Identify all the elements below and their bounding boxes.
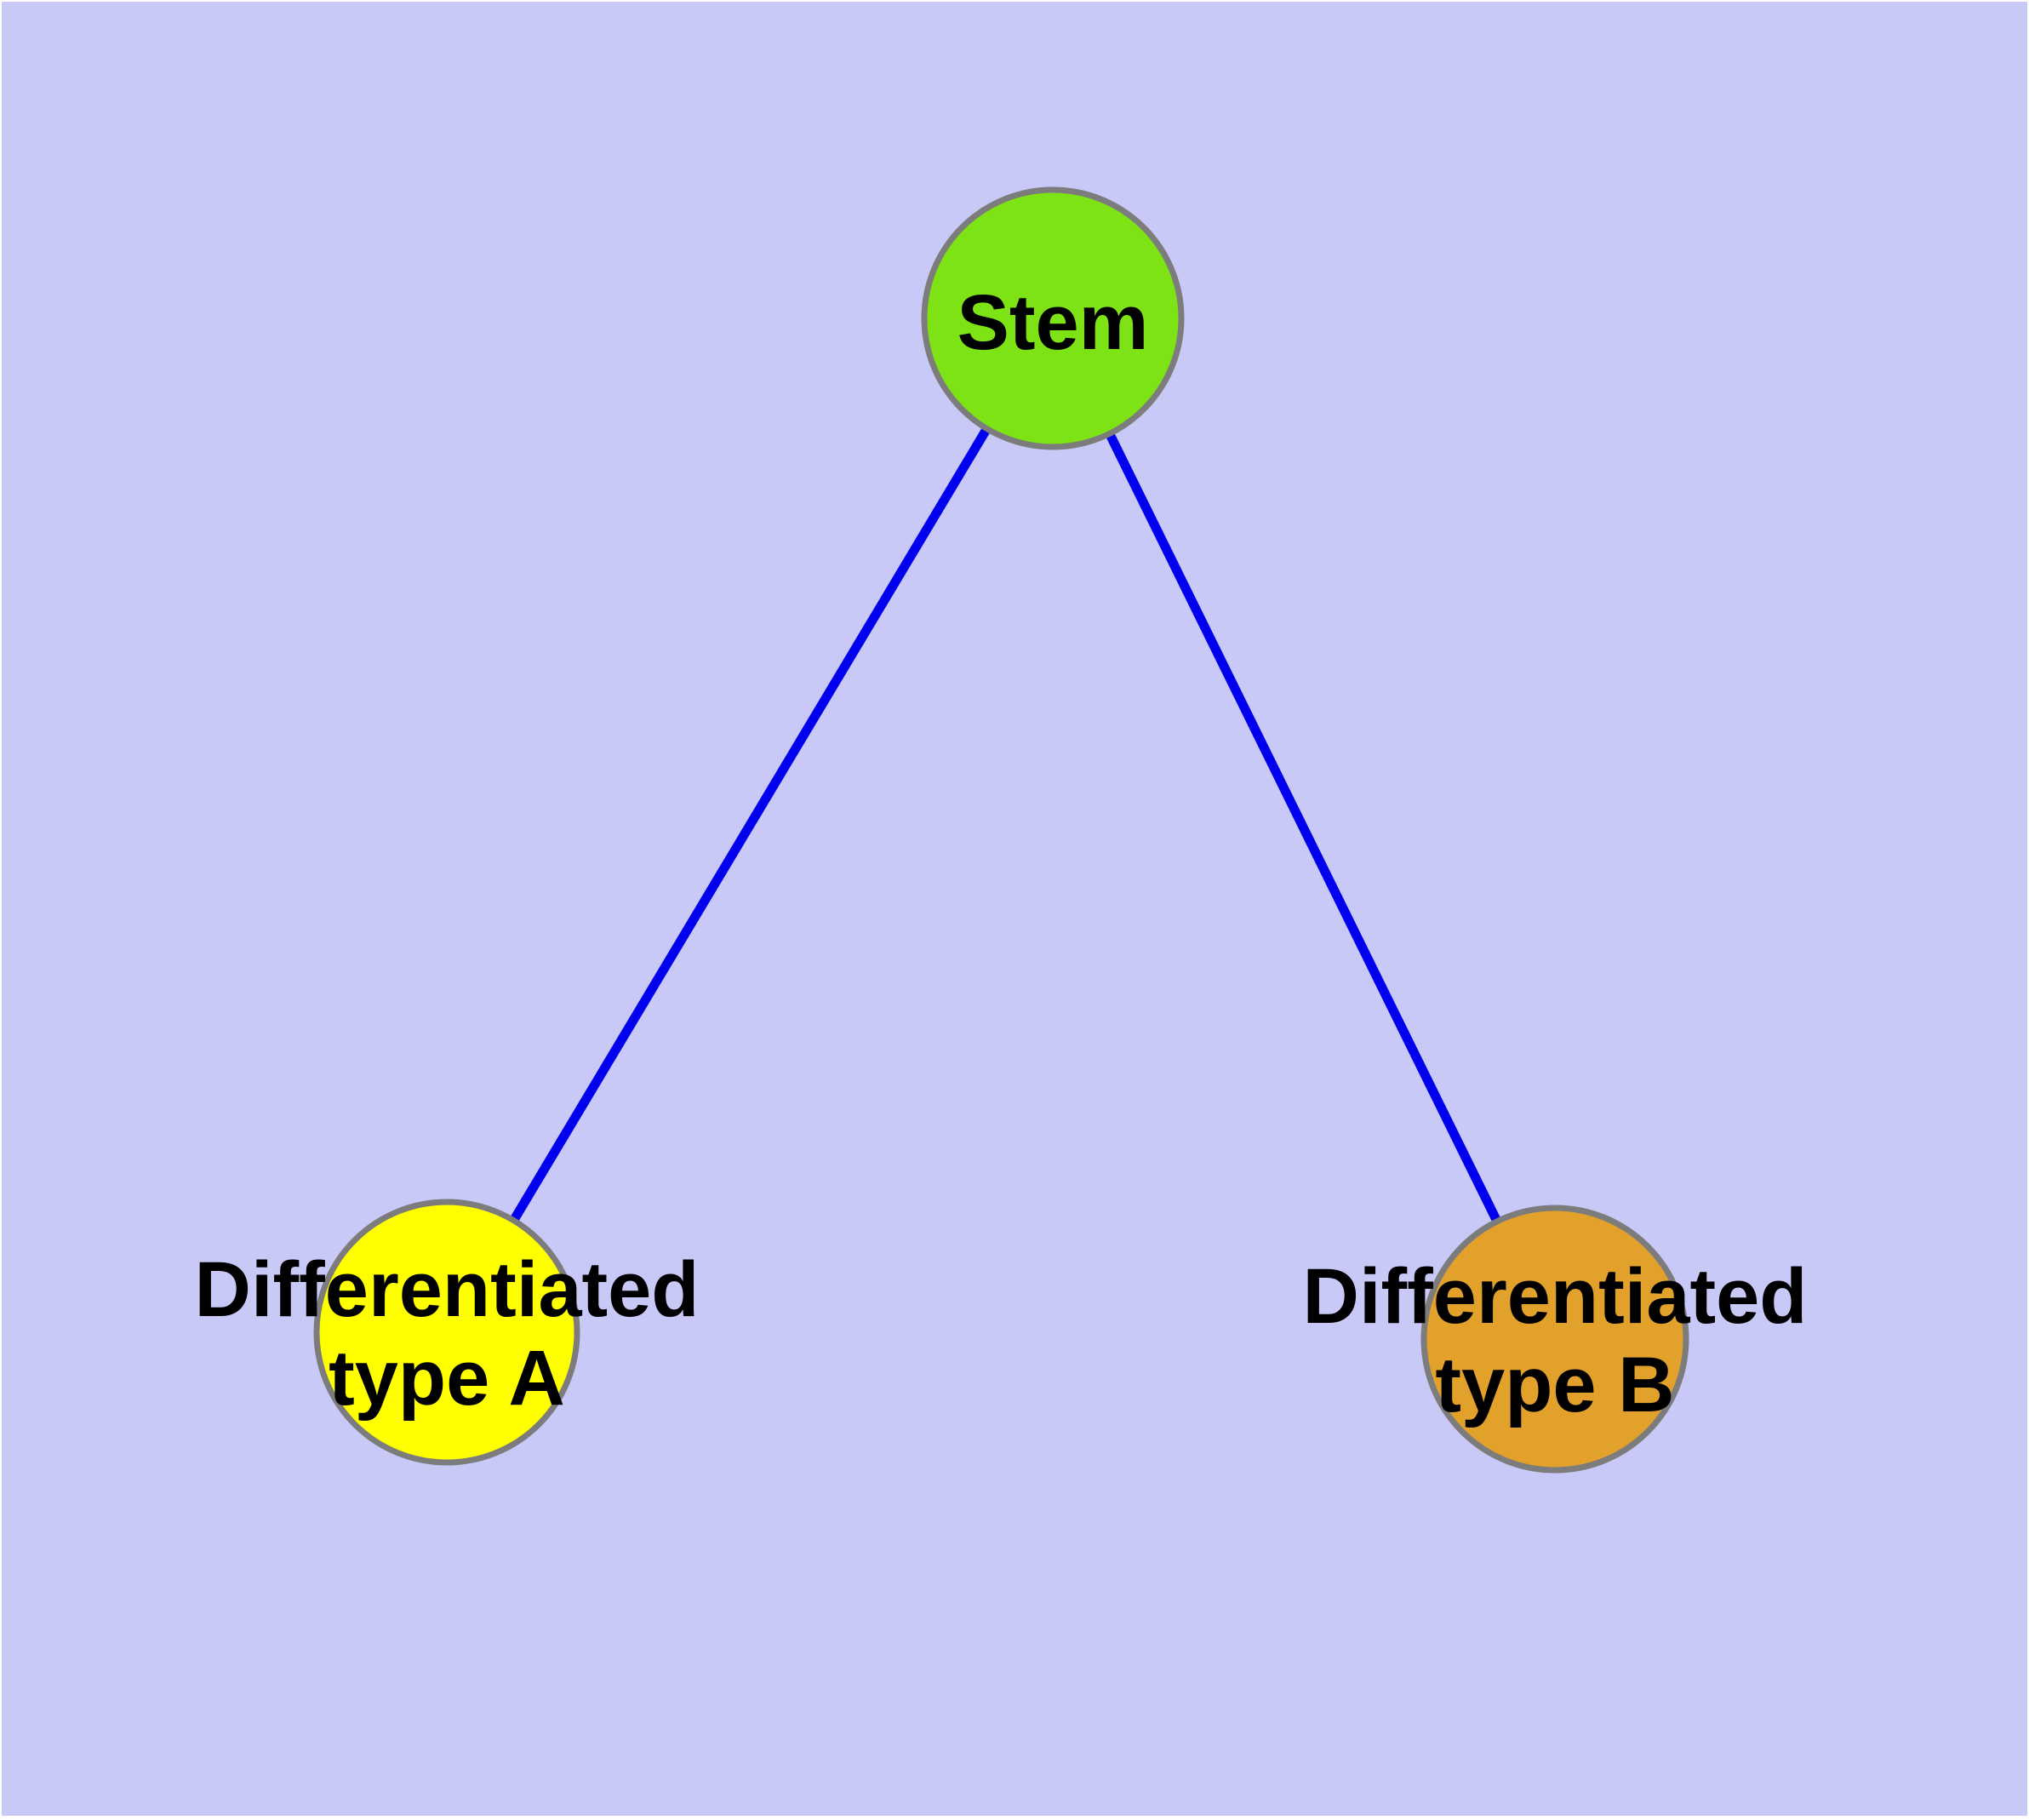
edge-stem-to-type-b bbox=[1049, 316, 1559, 1342]
node-label-stem: Stem bbox=[957, 279, 1149, 366]
node-differentiated-type-a bbox=[313, 1199, 580, 1466]
node-label-type-b-line2: type B bbox=[1435, 1342, 1674, 1428]
node-label-type-a-line1: Differentiated bbox=[195, 1246, 700, 1333]
edge-stem-to-type-a bbox=[443, 316, 1057, 1335]
node-label-type-b-line1: Differentiated bbox=[1303, 1253, 1808, 1340]
node-stem bbox=[921, 186, 1185, 450]
node-differentiated-type-b bbox=[1420, 1205, 1689, 1474]
node-label-type-a-line2: type A bbox=[329, 1335, 565, 1422]
